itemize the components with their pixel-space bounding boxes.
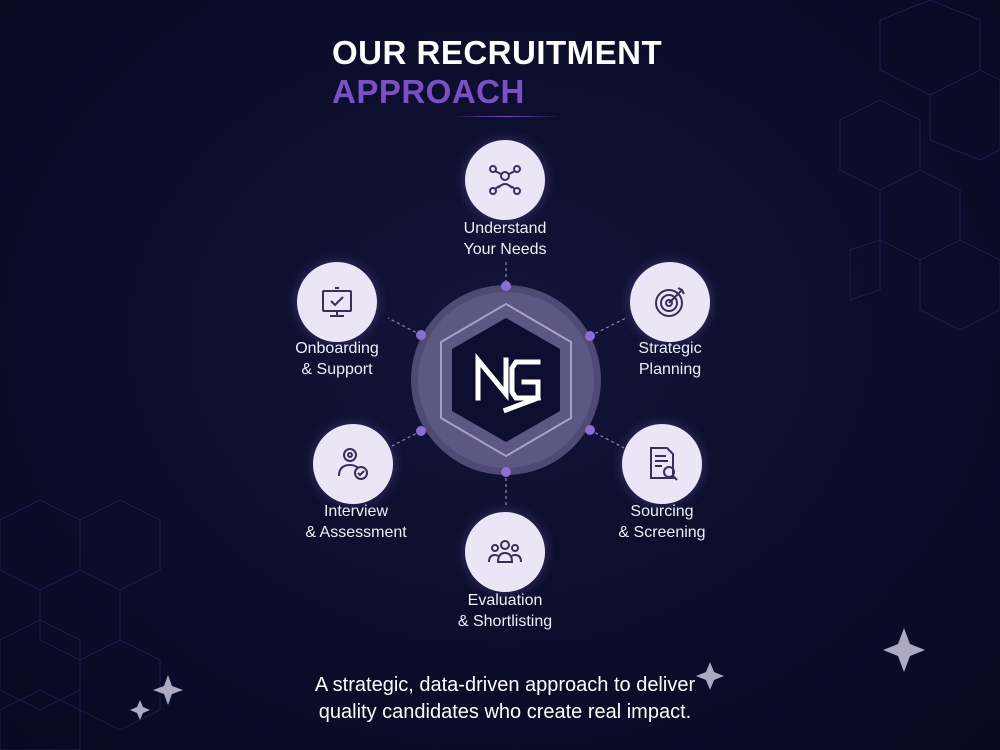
- group-icon: [488, 540, 522, 563]
- step-interview-assessment: [313, 424, 393, 504]
- step-label-interview-assessment: Interview& Assessment: [305, 503, 407, 541]
- team-network-icon: [489, 165, 521, 195]
- step-label-sourcing-screening: Sourcing& Screening: [618, 503, 706, 541]
- step-sourcing-screening: [622, 424, 702, 504]
- step-label-onboarding-support: Onboarding& Support: [295, 340, 379, 378]
- monitor-check-icon: [322, 287, 352, 317]
- footer-tagline: A strategic, data-driven approach to del…: [314, 674, 696, 723]
- title-line-2: APPROACH: [332, 73, 525, 110]
- step-evaluation-shortlisting: [465, 512, 545, 592]
- person-check-icon: [338, 448, 368, 480]
- title-underline: [450, 116, 560, 117]
- target-icon: [655, 287, 685, 317]
- step-understand-needs: [465, 140, 545, 220]
- connector-dots: [416, 281, 595, 477]
- step-onboarding-support: [297, 262, 377, 342]
- document-search-icon: [650, 447, 678, 481]
- hub-hex-frame: [440, 302, 572, 458]
- title-line-1: OUR RECRUITMENT: [332, 34, 663, 71]
- step-strategic-planning: [630, 262, 710, 342]
- step-label-evaluation-shortlisting: Evaluation& Shortlisting: [457, 592, 553, 630]
- ng-logo: [475, 353, 542, 414]
